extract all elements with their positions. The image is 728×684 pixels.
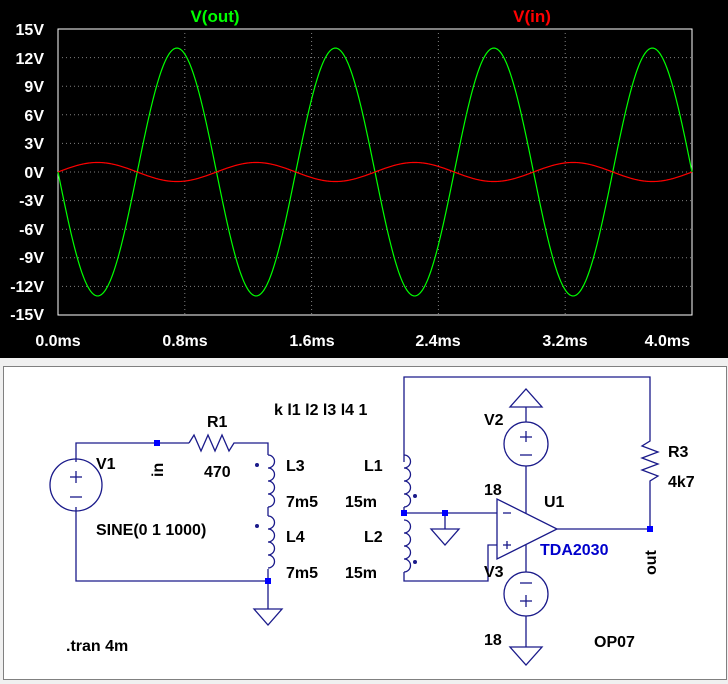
v1-label: V1 <box>96 456 116 473</box>
series-layer <box>57 47 693 297</box>
x-tick-4.0: 4.0ms <box>645 333 690 350</box>
x-axis-ticks: 0.0ms 0.8ms 1.6ms 2.4ms 3.2ms 4.0ms <box>35 333 690 350</box>
l3-value: 7m5 <box>286 494 318 511</box>
wires <box>75 376 651 647</box>
l1-dot <box>413 494 417 498</box>
u1-label: U1 <box>544 494 565 511</box>
u1-opamp-symbol[interactable] <box>496 497 559 561</box>
l4-label: L4 <box>286 529 305 546</box>
r1-label: R1 <box>207 414 228 431</box>
y-tick-neg6: -6V <box>19 222 44 239</box>
y-tick-neg15: -15V <box>10 307 44 324</box>
x-tick-0.0: 0.0ms <box>35 333 80 350</box>
y-tick-12: 12V <box>16 51 45 68</box>
schematic[interactable]: V1 SINE(0 1 1000) R1 470 in L3 7m5 L4 7m… <box>4 367 726 679</box>
l3-label: L3 <box>286 458 305 475</box>
l1-l2-junction <box>401 510 407 516</box>
series-line-v-in <box>57 161 693 183</box>
x-tick-3.2: 3.2ms <box>542 333 587 350</box>
x-tick-0.8: 0.8ms <box>162 333 207 350</box>
y-tick-9: 9V <box>24 79 44 96</box>
net-in-junction <box>154 440 160 446</box>
y-tick-15: 15V <box>16 22 45 39</box>
x-tick-2.4: 2.4ms <box>415 333 460 350</box>
r3-resistor-symbol[interactable] <box>640 437 660 489</box>
l1-value: 15m <box>345 494 377 511</box>
v3-label: V3 <box>484 564 504 581</box>
v2-value: 18 <box>484 482 502 499</box>
waveform-plot[interactable]: V(out) V(in) 15V 12V 9V 6V 3V 0V -3V -6V… <box>0 0 728 358</box>
l1-label: L1 <box>364 458 383 475</box>
legend-vout: V(out) <box>190 7 239 26</box>
coupling-directive: k l1 l2 l3 l4 1 <box>274 402 368 419</box>
r1-value: 470 <box>204 464 231 481</box>
l3-dot <box>255 463 259 467</box>
op07-label: OP07 <box>594 634 635 651</box>
ground-node-junction <box>442 510 448 516</box>
r3-value: 4k7 <box>668 474 695 491</box>
ground-symbol-left <box>252 608 284 626</box>
y-axis-ticks: 15V 12V 9V 6V 3V 0V -3V -6V -9V -12V -15… <box>10 22 44 324</box>
l2-label: L2 <box>364 529 383 546</box>
l4-node-junction <box>265 578 271 584</box>
u1-model: TDA2030 <box>540 542 609 559</box>
y-tick-6: 6V <box>24 108 44 125</box>
v3-source-symbol[interactable] <box>503 571 549 617</box>
net-out-label: out <box>643 549 660 575</box>
x-tick-1.6: 1.6ms <box>289 333 334 350</box>
v1-source-symbol[interactable] <box>49 458 103 512</box>
ground-symbol-mid <box>429 528 461 546</box>
l4-inductor-symbol[interactable] <box>267 515 276 569</box>
l4-value: 7m5 <box>286 565 318 582</box>
net-in-label: in <box>150 463 167 477</box>
legend-vin: V(in) <box>513 7 551 26</box>
vcc-arrow-top <box>508 388 544 408</box>
v1-sine-params: SINE(0 1 1000) <box>96 522 206 539</box>
waveform-plot-pane[interactable]: V(out) V(in) 15V 12V 9V 6V 3V 0V -3V -6V… <box>0 0 728 358</box>
net-out-junction <box>647 526 653 532</box>
y-tick-neg12: -12V <box>10 279 44 296</box>
vee-arrow-bottom <box>508 646 544 666</box>
y-tick-3: 3V <box>24 136 44 153</box>
v2-label: V2 <box>484 412 504 429</box>
y-tick-0: 0V <box>24 165 44 182</box>
y-tick-neg3: -3V <box>19 193 44 210</box>
l3-inductor-symbol[interactable] <box>267 454 276 508</box>
y-tick-neg9: -9V <box>19 250 44 267</box>
l2-dot <box>413 560 417 564</box>
v2-source-symbol[interactable] <box>503 421 549 467</box>
tran-directive: .tran 4m <box>66 638 128 655</box>
l4-dot <box>255 524 259 528</box>
v3-value: 18 <box>484 632 502 649</box>
l1-inductor-symbol[interactable] <box>403 454 412 508</box>
l2-inductor-symbol[interactable] <box>403 519 412 573</box>
r3-label: R3 <box>668 444 689 461</box>
schematic-pane[interactable]: V1 SINE(0 1 1000) R1 470 in L3 7m5 L4 7m… <box>3 366 727 680</box>
r1-resistor-symbol[interactable] <box>188 433 239 453</box>
l2-value: 15m <box>345 565 377 582</box>
